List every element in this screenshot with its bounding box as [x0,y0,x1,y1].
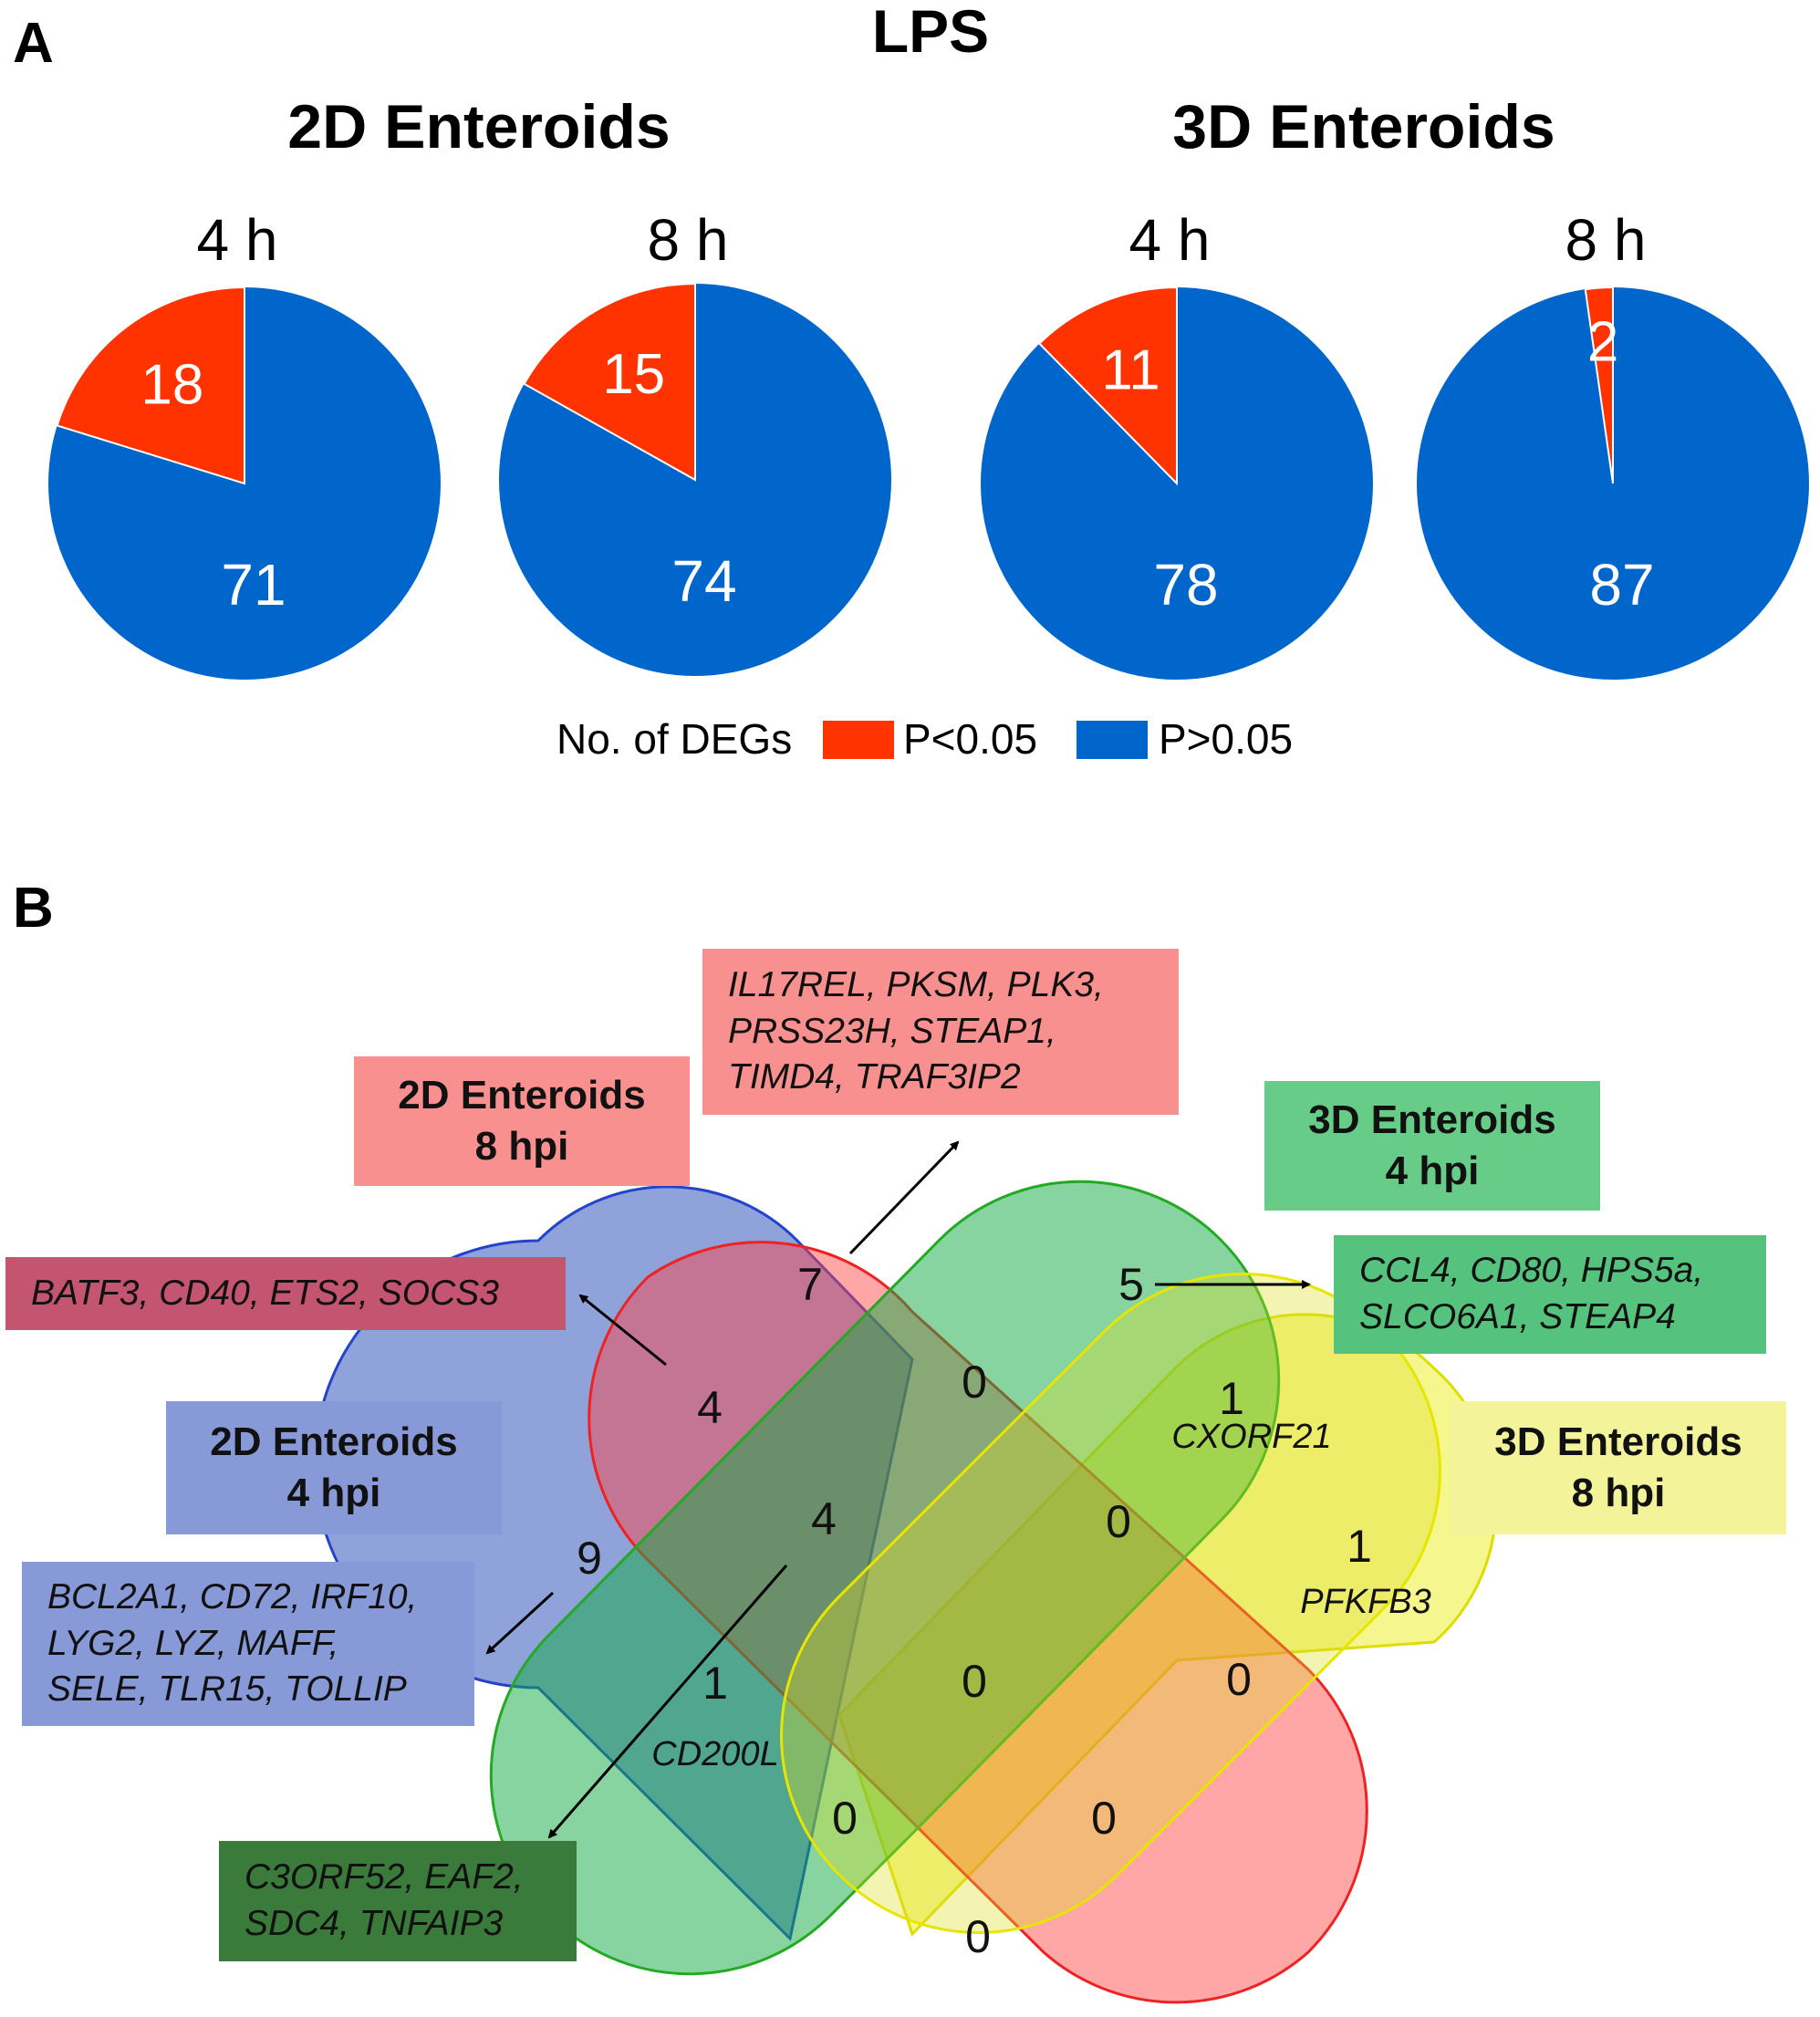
pie-label-significant: 18 [140,354,203,417]
set-label-2d-8hpi: 2D Enteroids 8 hpi [354,1056,690,1186]
venn-gene-2d4-3d4: CD200L [651,1735,778,1773]
figure-title: LPS [871,0,990,65]
venn-count-2d4-2d8-3d8: 0 [1091,1793,1117,1844]
venn-count-2d8-only: 7 [797,1259,823,1310]
venn-count-2d8-3d4-3d8: 0 [1106,1496,1131,1547]
pie-slice-significant [523,282,696,482]
pie-label-significant: 11 [1101,339,1160,402]
set-label-3d-4hpi-line2: 4 hpi [1385,1149,1480,1193]
set-label-2d-8hpi-line2: 8 hpi [474,1124,569,1169]
gene-box-2d4-only-line-1: BCL2A1, CD72, IRF10, [47,1576,418,1617]
set-label-2d-8hpi-line1: 2D Enteroids [398,1072,646,1118]
venn-count-2d8-3d8: 0 [1226,1654,1252,1705]
panel-a-label: A [13,12,54,75]
venn-count-2d4-3d4-3d8: 0 [832,1793,858,1844]
gene-box-2d4-only-line-3: SELE, TLR15, TOLLIP [47,1669,407,1710]
pie-charts: 4 h 18 71 8 h 15 74 4 h 11 78 8 h 2 87 [48,207,1809,680]
venn-set-3d-8hpi-overlay [780,1273,1441,1934]
set-label-3d-4hpi-line1: 3D Enteroids [1308,1097,1556,1142]
group-title-3d: 3D Enteroids [1172,92,1555,161]
venn-count-3d8-only: 1 [1347,1521,1372,1572]
arrow-2d8-only [848,1140,960,1255]
arrow-2d4-only [485,1591,555,1655]
pie-label-significant: 2 [1587,311,1618,374]
panel-b-label: B [13,877,54,940]
venn-count-all: 0 [962,1656,987,1707]
pie-time-label: 4 h [197,207,278,273]
pie-label-significant: 15 [602,343,665,406]
venn-count-2d4-2d8-3d4: 4 [811,1493,837,1544]
set-label-3d-8hpi-line1: 3D Enteroids [1494,1419,1742,1464]
venn-set-3d-4hpi [489,1180,1281,1976]
group-title-2d: 2D Enteroids [287,92,671,161]
venn-gene-3d4-3d8: CXORF21 [1171,1418,1331,1456]
gene-box-2d4-2d8-3d4-line-2: SDC4, TNFAIP3 [244,1904,504,1943]
pie-time-label: 8 h [1565,207,1647,273]
venn-gene-3d8-only: PFKFB3 [1300,1583,1431,1621]
pie-time-label: 4 h [1129,207,1211,273]
gene-box-2d8-only-line-3: TIMD4, TRAF3IP2 [728,1057,1021,1097]
gene-box-2d4-2d8: BATF3, CD40, ETS2, SOCS3 [5,1257,566,1330]
gene-box-3d4-only-line-1: CCL4, CD80, HPS5a, [1359,1251,1704,1291]
pie-label-nonsignificant: 71 [221,552,286,618]
gene-box-2d4-2d8-3d4: C3ORF52, EAF2, SDC4, TNFAIP3 [219,1841,577,1961]
legend-label-nonsignificant: P>0.05 [1159,715,1294,763]
venn-count-2d4-3d4: 1 [702,1658,728,1709]
venn-count-2d4-only: 9 [577,1533,602,1584]
gene-box-2d8-only: IL17REL, PKSM, PLK3, PRSS23H, STEAP1, TI… [702,949,1179,1115]
arrow-2d4-2d8 [578,1294,667,1367]
legend-label-significant: P<0.05 [903,715,1038,763]
gene-box-2d4-2d8-line-1: BATF3, CD40, ETS2, SOCS3 [31,1273,499,1313]
gene-box-2d4-2d8-3d4-line-1: C3ORF52, EAF2, [244,1857,524,1897]
pie-label-nonsignificant: 87 [1589,552,1654,618]
gene-box-2d4-only: BCL2A1, CD72, IRF10, LYG2, LYZ, MAFF, SE… [22,1562,474,1726]
pie-label-nonsignificant: 78 [1153,552,1218,618]
set-label-2d-4hpi-line2: 4 hpi [286,1471,381,1515]
gene-box-2d8-only-line-1: IL17REL, PKSM, PLK3, [728,964,1104,1004]
gene-box-2d4-only-line-2: LYG2, LYZ, MAFF, [47,1623,339,1663]
legend-swatch-significant [823,721,894,759]
gene-box-3d4-only: CCL4, CD80, HPS5a, SLCO6A1, STEAP4 [1334,1235,1766,1354]
pie-slice-significant [1584,286,1614,484]
venn-count-3d4-3d8: 1 [1219,1373,1244,1424]
set-label-3d-8hpi: 3D Enteroids 8 hpi [1451,1401,1786,1534]
pie-slice-significant [1037,286,1178,486]
gene-box-3d4-only-line-2: SLCO6A1, STEAP4 [1359,1297,1676,1336]
venn-count-3d4-only: 5 [1118,1259,1144,1310]
gene-box-2d8-only-line-2: PRSS23H, STEAP1, [728,1011,1056,1051]
legend-swatch-nonsignificant [1076,721,1148,759]
pie-time-label: 8 h [648,207,729,273]
pie-slice-significant [56,286,245,485]
legend-title: No. of DEGs [556,715,793,763]
set-label-3d-8hpi-line2: 8 hpi [1571,1471,1666,1515]
arrow-2d4-2d8-3d4 [547,1565,788,1839]
venn-count-2d4-2d8: 4 [697,1382,723,1433]
pie-label-nonsignificant: 74 [671,548,736,614]
set-label-2d-4hpi: 2D Enteroids 4 hpi [166,1401,502,1534]
set-label-3d-4hpi: 3D Enteroids 4 hpi [1264,1081,1600,1211]
set-label-2d-4hpi-line1: 2D Enteroids [210,1419,458,1464]
venn-count-2d8-3d4: 0 [962,1357,987,1408]
venn-count-2d4-3d8: 0 [965,1911,991,1962]
